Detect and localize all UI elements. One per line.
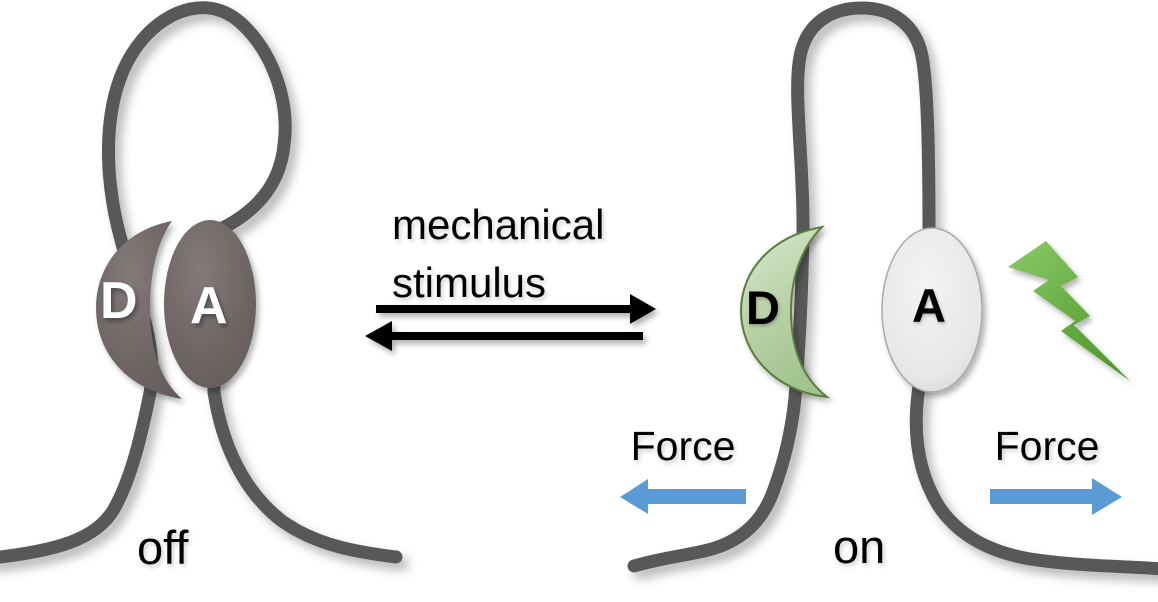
forward-arrow-icon (376, 294, 656, 324)
polymer-chain-stretched (627, 1, 1158, 576)
acceptor-letter-on: A (912, 279, 946, 332)
state-label-on: on (833, 520, 886, 573)
force-label-left: Force (630, 423, 736, 469)
equilibrium-arrows (365, 294, 656, 351)
acceptor-module-on (881, 227, 983, 393)
stimulus-caption-line1: mechanical (392, 201, 605, 248)
donor-module-off (96, 221, 182, 399)
acceptor-letter-off: A (190, 277, 228, 335)
force-label-right: Force (994, 423, 1100, 469)
force-arrow-left-icon (620, 479, 746, 514)
lightning-bolt-icon (1008, 241, 1130, 381)
donor-letter-on: D (746, 281, 780, 334)
donor-module-on (739, 225, 831, 399)
polymer-chain-coiled (0, 1, 403, 564)
reverse-arrow-icon (365, 321, 643, 351)
acceptor-module-off (164, 220, 256, 388)
stimulus-caption: mechanical stimulus (392, 196, 604, 312)
stimulus-caption-line2: stimulus (392, 258, 547, 306)
force-arrow-right-icon (990, 478, 1122, 515)
state-label-off: off (137, 521, 189, 574)
donor-letter-off: D (100, 272, 138, 330)
